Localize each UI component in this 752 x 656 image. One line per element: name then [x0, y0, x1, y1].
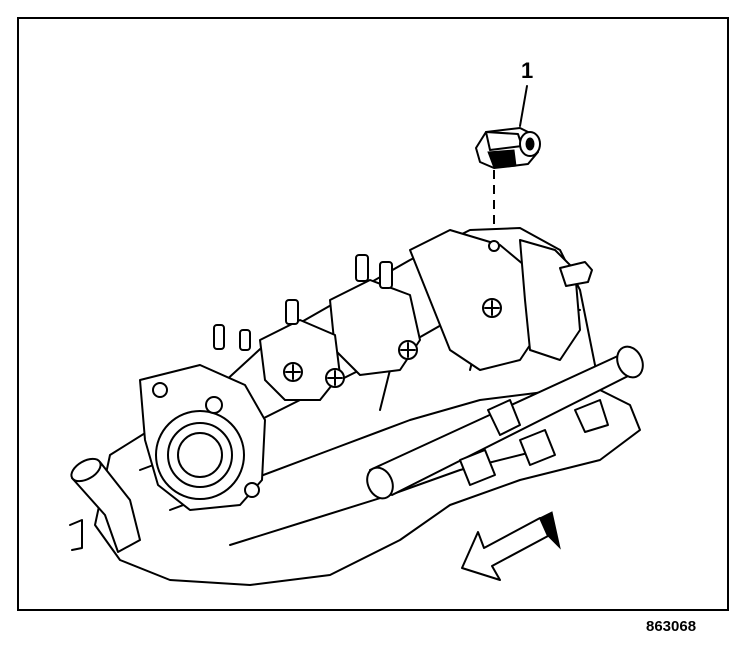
front-direction-arrow — [461, 511, 561, 581]
callout-label-1: 1 — [521, 58, 534, 83]
figure-number: 863068 — [646, 618, 697, 635]
fuel-rail — [366, 345, 644, 500]
map-sensor — [475, 127, 541, 169]
coolant-outlet — [69, 457, 141, 553]
throttle-body — [139, 364, 266, 511]
callout-leader — [519, 85, 528, 127]
